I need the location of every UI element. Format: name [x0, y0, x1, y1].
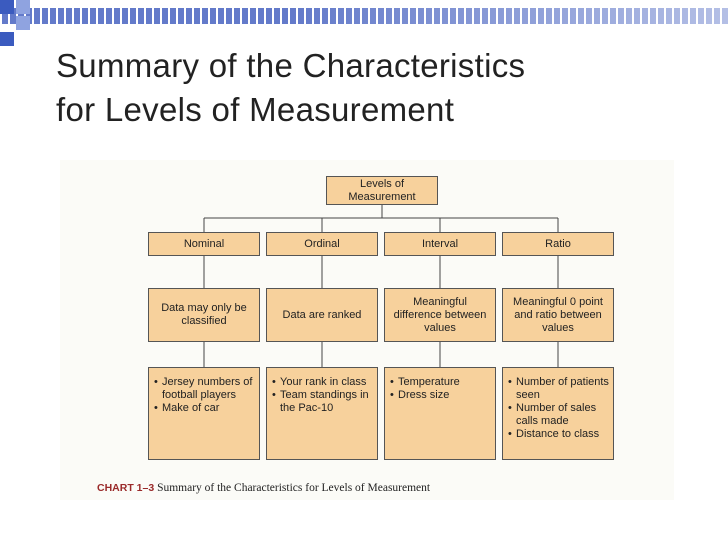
- corner-square: [0, 0, 14, 14]
- description-box-nominal: Data may only be classified: [148, 288, 260, 342]
- caption-label: CHART 1–3: [97, 482, 155, 494]
- description-text: Data are ranked: [282, 308, 362, 321]
- level-label: Ordinal: [304, 237, 340, 250]
- examples-box-ratio: Number of patients seen Number of sales …: [502, 367, 614, 460]
- examples-box-ordinal: Your rank in class Team standings in the…: [266, 367, 378, 460]
- description-text: Data may only be classified: [161, 302, 247, 327]
- level-box-interval: Interval: [384, 232, 496, 256]
- root-box: Levels of Measurement: [326, 176, 438, 205]
- examples-box-nominal: Jersey numbers of football players Make …: [148, 367, 260, 460]
- figure-caption: CHART 1–3 Summary of the Characteristics…: [97, 482, 430, 494]
- description-text: Meaningful 0 point and ratio between val…: [513, 295, 603, 334]
- examples-list: Temperature Dress size: [385, 368, 495, 402]
- corner-square: [0, 32, 14, 46]
- examples-list: Your rank in class Team standings in the…: [267, 368, 377, 415]
- level-box-ordinal: Ordinal: [266, 232, 378, 256]
- example-item: Jersey numbers of football players: [154, 376, 255, 402]
- root-label: Levels of Measurement: [348, 177, 416, 203]
- example-item: Number of sales calls made: [508, 402, 609, 428]
- slide-title-line-1: Summary of the Characteristics: [56, 47, 526, 84]
- level-label: Nominal: [183, 237, 225, 250]
- connector-lines: [203, 205, 559, 367]
- description-box-interval: Meaningful difference between values: [384, 288, 496, 342]
- description-text: Meaningful difference between values: [393, 295, 487, 334]
- description-box-ordinal: Data are ranked: [266, 288, 378, 342]
- description-box-ratio: Meaningful 0 point and ratio between val…: [502, 288, 614, 342]
- slide-title-line-2: for Levels of Measurement: [56, 91, 455, 128]
- slide-title: Summary of the Characteristics for Level…: [56, 44, 696, 132]
- level-label: Interval: [421, 237, 459, 250]
- caption-text: Summary of the Characteristics for Level…: [157, 482, 431, 494]
- example-item: Make of car: [154, 402, 255, 415]
- corner-squares-decoration: [0, 0, 40, 50]
- example-item: Temperature: [390, 376, 491, 389]
- level-box-ratio: Ratio: [502, 232, 614, 256]
- examples-box-interval: Temperature Dress size: [384, 367, 496, 460]
- examples-list: Jersey numbers of football players Make …: [149, 368, 259, 415]
- corner-square: [16, 0, 30, 14]
- example-item: Your rank in class: [272, 376, 373, 389]
- corner-square: [16, 16, 30, 30]
- level-label: Ratio: [545, 237, 571, 250]
- header-stripe-fade: [0, 8, 728, 24]
- level-box-nominal: Nominal: [148, 232, 260, 256]
- example-item: Dress size: [390, 389, 491, 402]
- example-item: Team standings in the Pac-10: [272, 389, 373, 415]
- example-item: Distance to class: [508, 428, 609, 441]
- examples-list: Number of patients seen Number of sales …: [503, 368, 613, 441]
- example-item: Number of patients seen: [508, 376, 609, 402]
